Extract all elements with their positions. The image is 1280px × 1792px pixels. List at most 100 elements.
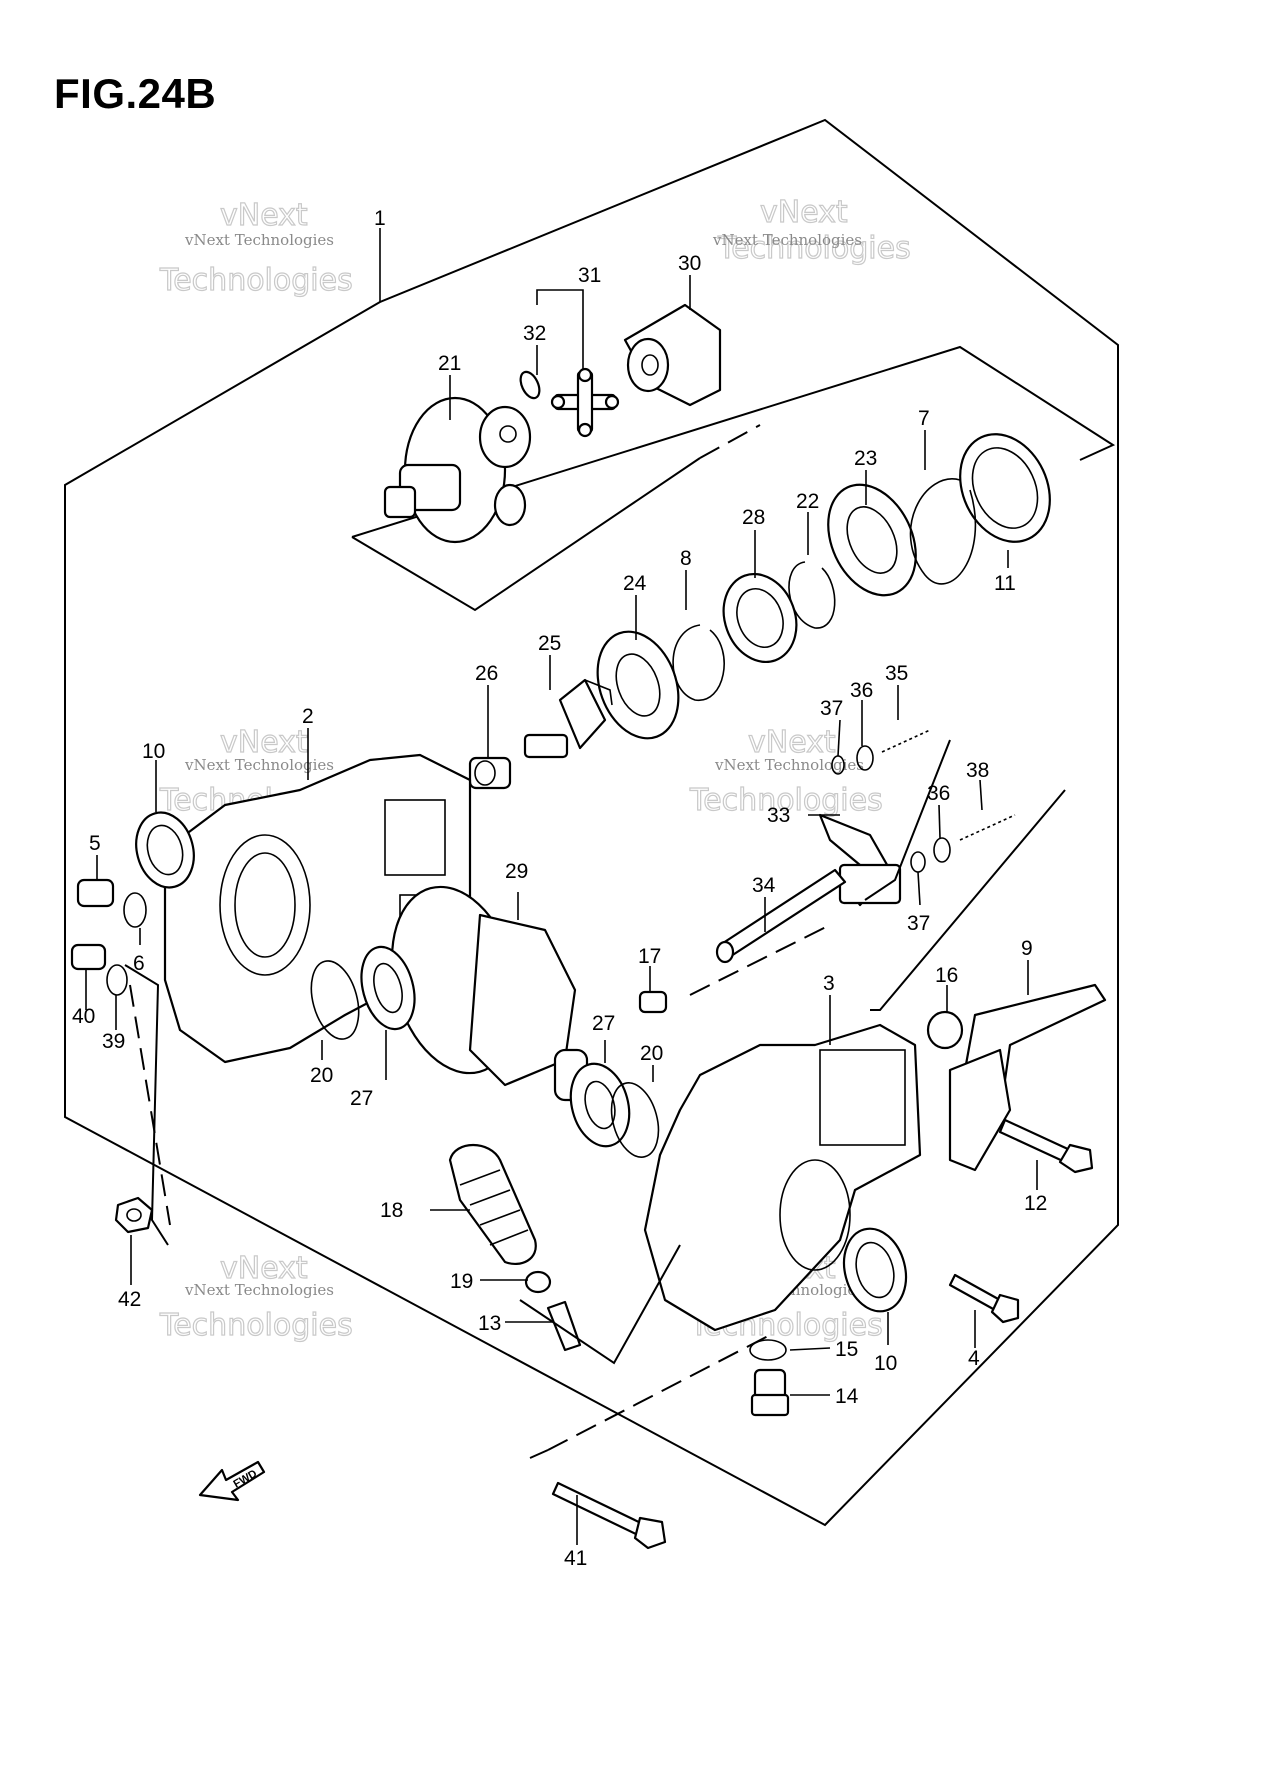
callout-13: 13 bbox=[478, 1312, 501, 1335]
assembly-outline bbox=[64, 118, 1119, 1527]
alignment-outline-left bbox=[124, 964, 169, 1246]
watermark-low-left: Technologies vNext vNext Technologies bbox=[158, 1250, 353, 1343]
output-shaft-group-outline bbox=[351, 345, 1116, 538]
shift-group-outline-lower bbox=[870, 789, 1066, 1011]
callout-18: 18 bbox=[380, 1199, 403, 1222]
callout-26: 26 bbox=[475, 662, 498, 685]
part-37-clip-lower bbox=[910, 851, 926, 873]
part-34-shift-shaft bbox=[715, 868, 847, 964]
callout-37-top: 37 bbox=[820, 697, 843, 720]
watermark-big-text: vNext bbox=[220, 198, 308, 233]
callout-39: 39 bbox=[102, 1030, 125, 1053]
part-24-bearing bbox=[596, 630, 680, 740]
part-8-circlip bbox=[672, 624, 725, 701]
callout-24: 24 bbox=[623, 572, 647, 595]
part-36-washer-lower bbox=[933, 837, 951, 863]
callout-16: 16 bbox=[935, 964, 958, 987]
watermark-group: Technologies vNext vNext Technologies Te… bbox=[158, 194, 911, 1343]
callout-4: 4 bbox=[968, 1347, 980, 1370]
watermark-big-text: Technologies bbox=[159, 263, 353, 298]
part-11-oil-seal bbox=[959, 433, 1051, 543]
watermark-text: vNext Technologies bbox=[184, 1281, 334, 1299]
part-29-differential bbox=[390, 885, 589, 1102]
watermark-mid-center: Technologies vNext vNext Technologies bbox=[688, 724, 883, 818]
callout-7: 7 bbox=[918, 407, 930, 430]
callout-15: 15 bbox=[835, 1338, 858, 1361]
callout-37-lower: 37 bbox=[907, 912, 930, 935]
callout-41: 41 bbox=[564, 1547, 587, 1570]
watermark-text: vNext Technologies bbox=[712, 231, 862, 249]
callout-9: 9 bbox=[1021, 937, 1033, 960]
part-25-drive-pinion bbox=[523, 678, 613, 759]
watermark-big-text: vNext bbox=[220, 1251, 308, 1286]
callout-27-right: 27 bbox=[592, 1012, 615, 1035]
part-33-shift-fork bbox=[818, 813, 902, 907]
part-38-spring bbox=[959, 814, 1016, 841]
callout-8: 8 bbox=[680, 547, 692, 570]
part-20-shim-left bbox=[310, 960, 360, 1040]
part-35-spring bbox=[881, 729, 931, 753]
part-23-bearing bbox=[827, 483, 917, 597]
callout-10-right: 10 bbox=[874, 1352, 897, 1375]
leader-lines bbox=[85, 228, 1038, 1545]
watermark-big-text: Technologies bbox=[689, 783, 883, 818]
part-28-sleeve bbox=[722, 572, 798, 664]
callout-33: 33 bbox=[767, 804, 790, 827]
alignment-dash-left bbox=[129, 984, 171, 1226]
boot-group-outline bbox=[519, 1244, 681, 1365]
callout-3: 3 bbox=[823, 972, 835, 995]
callout-38: 38 bbox=[966, 759, 989, 782]
plug-group-dash bbox=[547, 1334, 771, 1451]
part-17-bush bbox=[638, 990, 668, 1014]
callout-25: 25 bbox=[538, 632, 561, 655]
part-22-circlip bbox=[788, 561, 836, 629]
part-41-long-bolt bbox=[551, 1481, 667, 1550]
shift-group-dash bbox=[689, 924, 831, 996]
callout-1: 1 bbox=[374, 207, 386, 230]
part-7-circlip bbox=[909, 478, 977, 585]
output-shaft-group-outline-lower bbox=[351, 457, 701, 612]
part-16-bush bbox=[926, 1010, 964, 1050]
part-19-clamp bbox=[524, 1270, 552, 1294]
watermark-text: vNext Technologies bbox=[714, 756, 864, 774]
part-4-bolt bbox=[948, 1273, 1020, 1324]
callout-6: 6 bbox=[133, 952, 145, 975]
watermark-top-left: Technologies vNext vNext Technologies bbox=[158, 197, 353, 298]
callout-17: 17 bbox=[638, 945, 661, 968]
part-6-gasket bbox=[123, 892, 147, 928]
part-26-needle-bearing bbox=[468, 756, 512, 790]
callout-12: 12 bbox=[1024, 1192, 1047, 1215]
callout-29: 29 bbox=[505, 860, 528, 883]
callout-2: 2 bbox=[302, 705, 314, 728]
part-13-pin bbox=[546, 1300, 582, 1352]
part-18-boot bbox=[448, 1144, 537, 1266]
callout-23: 23 bbox=[854, 447, 877, 470]
part-27-bearing-right bbox=[569, 1062, 631, 1148]
callout-35: 35 bbox=[885, 662, 908, 685]
watermark-text: vNext Technologies bbox=[184, 756, 334, 774]
part-10-oil-seal-right bbox=[842, 1227, 908, 1313]
watermark-text: vNext Technologies bbox=[184, 231, 334, 249]
fwd-arrow: FWD bbox=[198, 1460, 266, 1502]
callout-30: 30 bbox=[678, 252, 701, 275]
callout-22: 22 bbox=[796, 490, 819, 513]
part-36-washer-top bbox=[856, 745, 874, 771]
shift-group-outline bbox=[864, 739, 951, 901]
part-31-universal-joint bbox=[519, 367, 620, 438]
callout-5: 5 bbox=[89, 832, 101, 855]
watermark-big-text: Technologies bbox=[159, 1308, 353, 1343]
callout-36-top: 36 bbox=[850, 679, 873, 702]
callout-11: 11 bbox=[994, 572, 1016, 595]
output-shaft-dash bbox=[699, 424, 761, 459]
part-40-plug bbox=[70, 943, 107, 971]
callout-32: 32 bbox=[523, 322, 546, 345]
fwd-label: FWD bbox=[232, 1468, 260, 1491]
part-15-washer bbox=[749, 1339, 787, 1361]
part-27-bearing-left bbox=[360, 945, 416, 1031]
figure-title: FIG.24B bbox=[54, 70, 217, 117]
callout-19: 19 bbox=[450, 1270, 473, 1293]
bolt-41-outline bbox=[529, 1449, 549, 1459]
callout-20-left: 20 bbox=[310, 1064, 333, 1087]
callout-20-right: 20 bbox=[640, 1042, 663, 1065]
